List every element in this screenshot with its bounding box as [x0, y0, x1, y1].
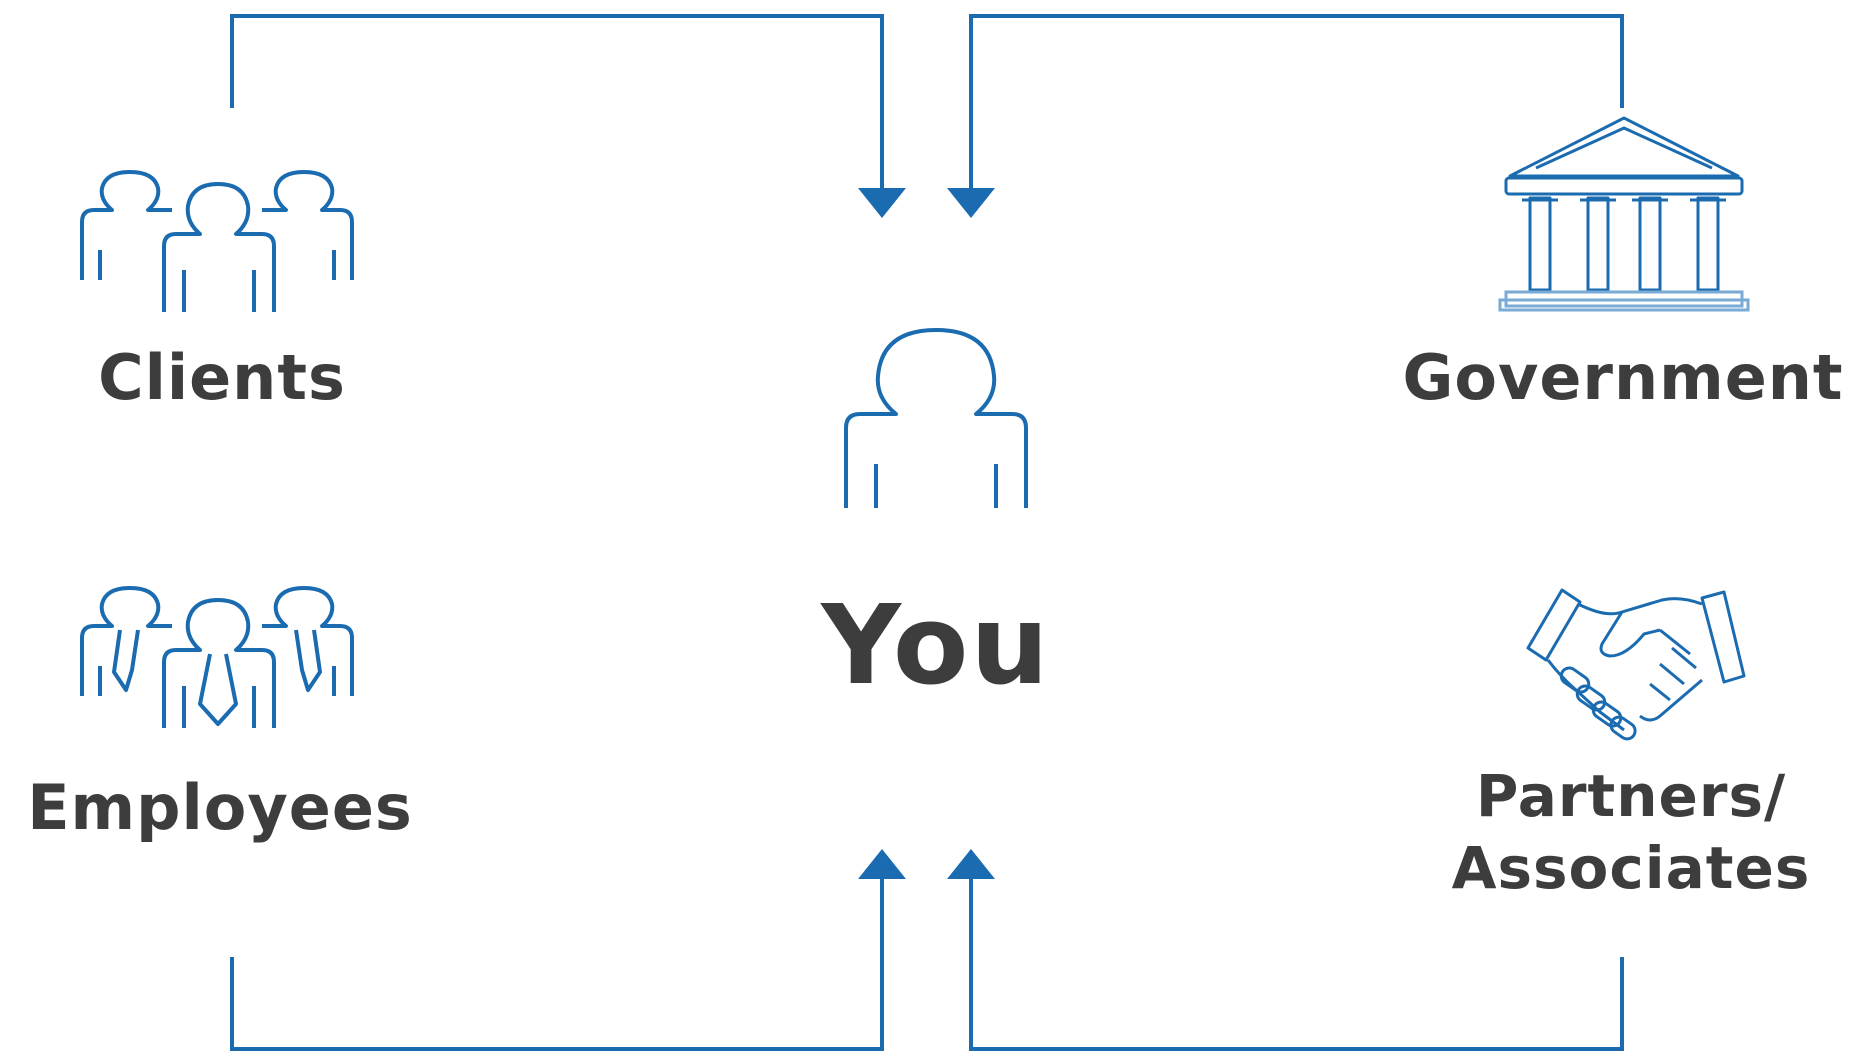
partners-label-line1: Partners/ — [1475, 762, 1787, 830]
partners-label-line2: Associates — [1451, 834, 1811, 902]
partners-associates-label: Partners/ Associates — [1426, 760, 1836, 904]
arrowhead-government — [947, 188, 995, 218]
government-label: Government — [1402, 341, 1844, 414]
connector-employees-to-you — [230, 877, 884, 1051]
clients-label: Clients — [98, 341, 346, 414]
arrowhead-clients — [858, 188, 906, 218]
arrowhead-partners — [947, 849, 995, 879]
connector-clients-to-you — [230, 14, 884, 190]
arrowhead-employees — [858, 849, 906, 879]
connector-partners-to-you — [969, 877, 1624, 1051]
employees-label: Employees — [27, 771, 413, 844]
person-icon — [844, 328, 1028, 508]
group-employees-icon — [80, 586, 354, 728]
connector-government-to-you — [969, 14, 1624, 190]
you-label: You — [821, 581, 1051, 709]
group-people-icon — [80, 170, 354, 312]
government-building-icon — [1498, 116, 1750, 312]
handshake-icon — [1526, 588, 1746, 741]
